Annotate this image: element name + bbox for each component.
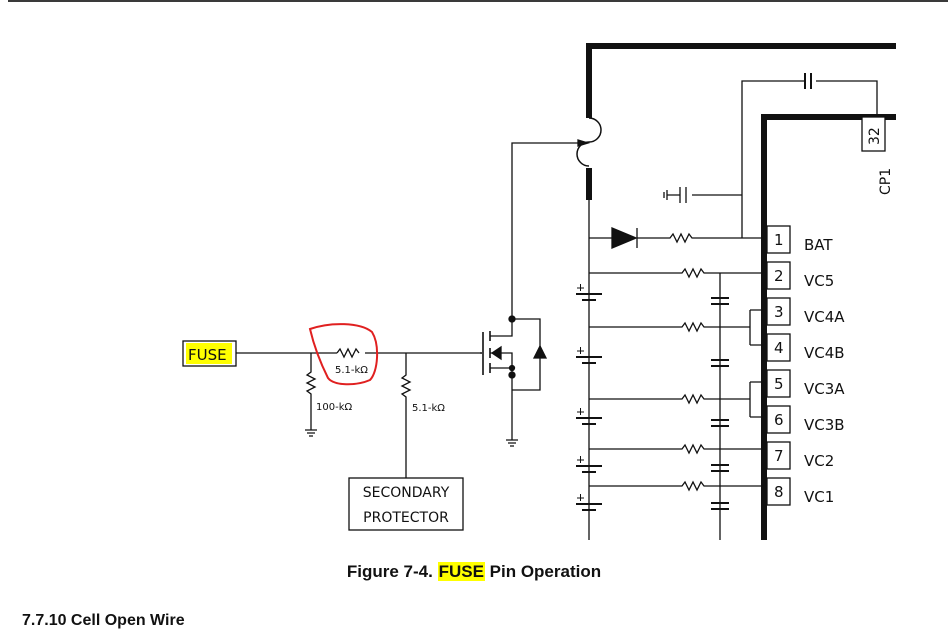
pin-name: VC1 — [804, 488, 834, 506]
figure-caption: Figure 7-4. FUSE Pin Operation — [0, 562, 948, 582]
pin-number: 3 — [774, 303, 784, 321]
pin-name: VC4B — [804, 344, 845, 362]
pin-1-box — [766, 225, 791, 254]
pin-2-box — [766, 261, 791, 290]
figure-caption-highlight: FUSE — [437, 562, 485, 581]
pin-32-number: 32 — [867, 127, 883, 145]
secondary-protector-box — [348, 477, 464, 531]
pin-number: 6 — [774, 411, 784, 429]
pin-cp1-name: CP1 — [878, 168, 894, 195]
pulldown-resistor-symbol — [305, 353, 317, 430]
page-top-rule — [8, 0, 948, 2]
pin-name: VC3B — [804, 416, 845, 434]
pin-number: 8 — [774, 483, 784, 501]
pin-4-box — [766, 333, 791, 362]
ground-icon — [305, 429, 317, 437]
pin-8-box — [766, 477, 791, 506]
fuse-pin-schematic: FUSE 5.1-kΩ 100-kΩ 5.1-kΩ SECONDARY PROT… — [182, 43, 896, 540]
pin-number: 1 — [774, 231, 784, 249]
series-resistor-symbol — [336, 347, 360, 359]
ground-icon — [506, 439, 518, 447]
pin-number: 5 — [774, 375, 784, 393]
protector-resistor-label: 5.1-kΩ — [412, 403, 445, 414]
pin-name: VC2 — [804, 452, 834, 470]
pin-name: VC4A — [804, 308, 845, 326]
pin-32-box — [861, 116, 886, 152]
pin-number: 7 — [774, 447, 784, 465]
secondary-protector-line1: SECONDARY — [363, 485, 450, 501]
figure-caption-suffix: Pin Operation — [489, 562, 602, 581]
series-resistor-label: 5.1-kΩ — [335, 365, 368, 376]
pin-6-box — [766, 405, 791, 434]
pin-7-box — [766, 441, 791, 470]
pin-5-box — [766, 369, 791, 398]
pin-3-box — [766, 297, 791, 326]
fuse-label: FUSE — [188, 346, 227, 364]
pin-number: 2 — [774, 267, 784, 285]
section-heading: 7.7.10 Cell Open Wire — [22, 612, 185, 629]
annotation-circle — [308, 323, 378, 386]
protector-resistor-symbol — [400, 353, 412, 478]
secondary-protector-line2: PROTECTOR — [363, 510, 449, 526]
pin-name: VC5 — [804, 272, 834, 290]
pulldown-resistor-label: 100-kΩ — [316, 402, 352, 413]
pin-number: 4 — [774, 339, 784, 357]
figure-caption-prefix: Figure 7-4. — [346, 562, 433, 581]
pin-name: BAT — [804, 236, 833, 254]
pin-name: VC3A — [804, 380, 845, 398]
